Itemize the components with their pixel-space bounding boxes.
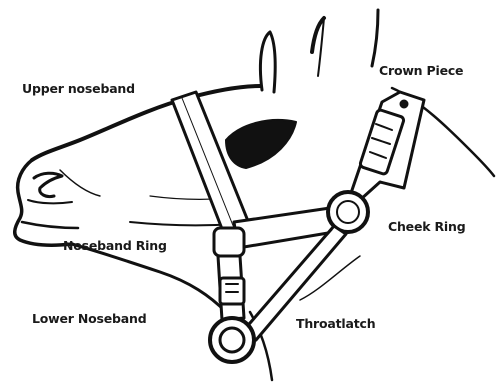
lead-ring [210,318,254,362]
label-crown-piece: Crown Piece [379,63,463,78]
label-cheek-ring: Cheek Ring [388,219,465,234]
label-upper-noseband: Upper noseband [22,81,135,96]
label-noseband-ring: Noseband Ring [63,238,167,253]
label-throatlatch: Throatlatch [296,316,375,331]
eye [226,120,296,168]
label-lower-noseband: Lower Noseband [32,311,147,326]
jaw-outline [72,244,226,312]
mouth-line [22,222,78,228]
nostril [34,173,62,196]
ear-left [260,32,275,92]
face-outline [32,86,260,160]
noseband-ring [214,228,244,256]
